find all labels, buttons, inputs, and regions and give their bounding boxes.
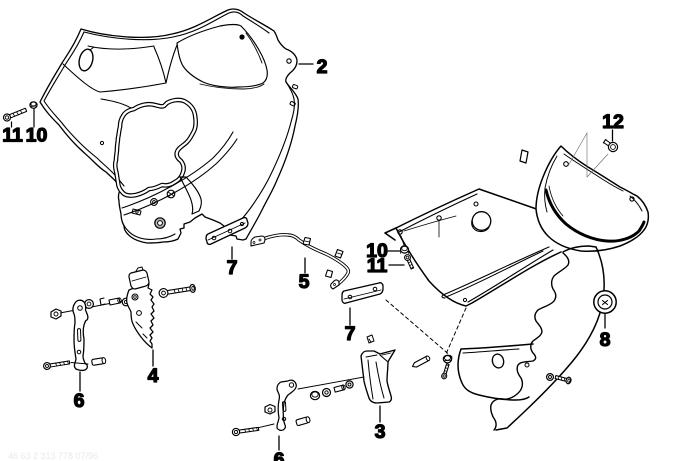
svg-text:5: 5 [299, 271, 310, 293]
svg-text:10: 10 [366, 240, 388, 262]
svg-text:3: 3 [375, 421, 386, 443]
svg-text:12: 12 [602, 111, 624, 133]
svg-text:8: 8 [600, 329, 611, 351]
svg-text:7: 7 [227, 257, 238, 279]
svg-text:4: 4 [148, 365, 159, 387]
svg-text:7: 7 [345, 323, 356, 345]
svg-text:6: 6 [274, 449, 285, 461]
svg-text:46 63 2 313 778 07/96: 46 63 2 313 778 07/96 [8, 451, 98, 461]
svg-text:10: 10 [26, 125, 48, 147]
svg-text:11: 11 [367, 255, 388, 277]
svg-text:6: 6 [74, 390, 85, 412]
svg-text:2: 2 [317, 56, 328, 78]
svg-text:11: 11 [2, 125, 23, 147]
